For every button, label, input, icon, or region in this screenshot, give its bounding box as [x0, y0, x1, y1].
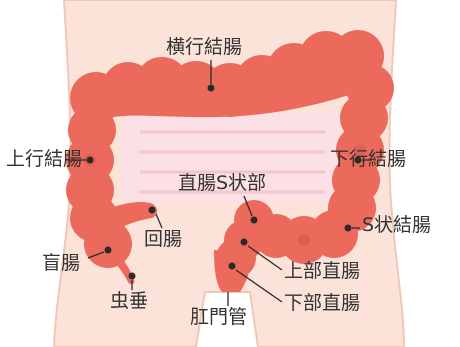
label-lower-rectum: 下部直腸: [284, 292, 360, 314]
label-appendix: 虫垂: [110, 290, 148, 312]
marker-lower-rectum: [229, 263, 236, 270]
marker-upper-rectum: [241, 239, 248, 246]
marker-rectosigmoid: [251, 217, 258, 224]
marker-appendix: [129, 273, 136, 280]
marker-sigmoid: [345, 225, 352, 232]
label-descending-colon: 下行結腸: [330, 148, 406, 170]
label-rectosigmoid: 直腸S状部: [178, 172, 266, 194]
label-anal-canal: 肛門管: [190, 306, 247, 328]
marker-ascending: [87, 157, 94, 164]
label-cecum: 盲腸: [42, 252, 80, 274]
label-ileum: 回腸: [144, 228, 182, 250]
label-transverse-colon: 横行結腸: [166, 36, 242, 58]
marker-ileum: [149, 207, 156, 214]
marker-transverse: [208, 85, 215, 92]
label-upper-rectum: 上部直腸: [284, 260, 360, 282]
marker-cecum: [105, 247, 112, 254]
label-sigmoid-colon: S状結腸: [362, 214, 431, 236]
label-ascending-colon: 上行結腸: [6, 148, 82, 170]
